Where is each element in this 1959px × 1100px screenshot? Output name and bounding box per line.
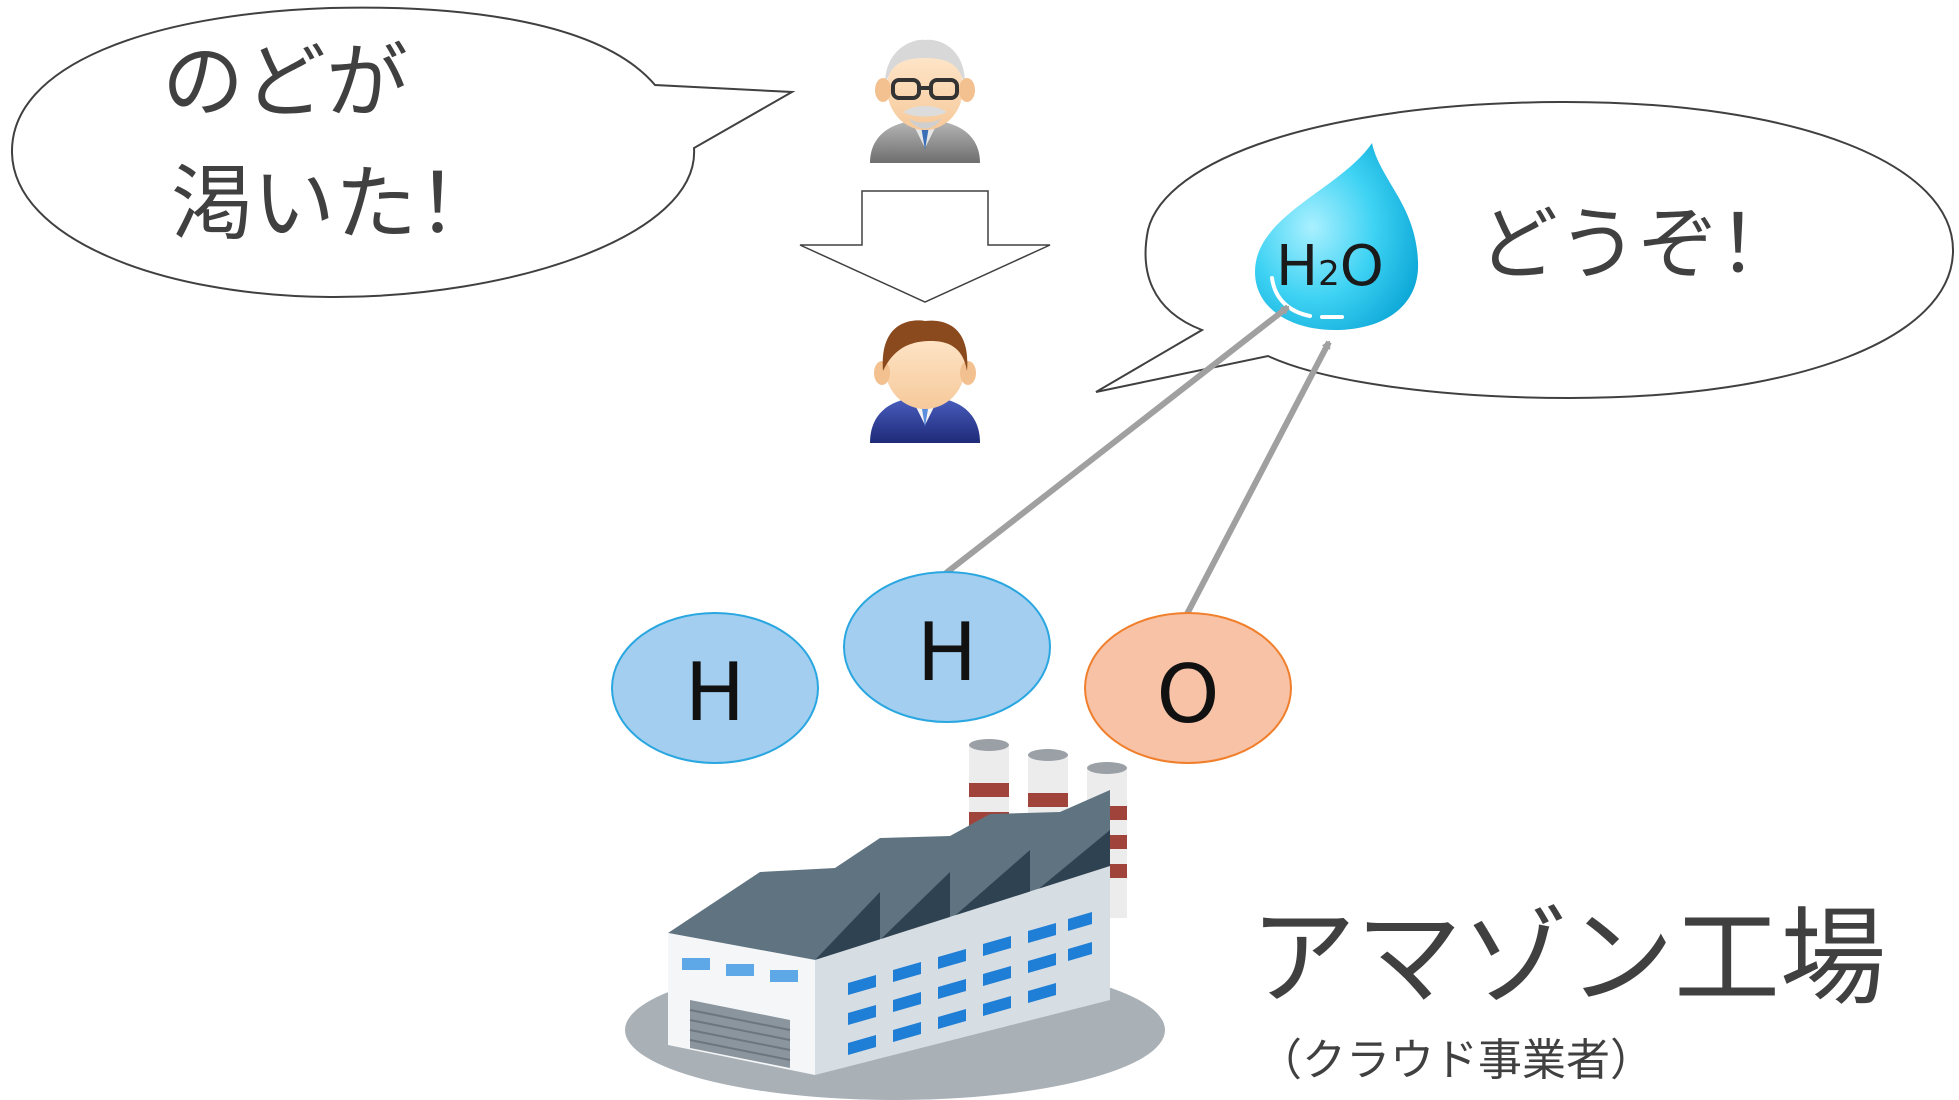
atom-h-2: H (843, 571, 1051, 723)
bubble-left-line2: 渇いた！ (171, 157, 499, 252)
arrow-o-to-drop (1184, 340, 1332, 616)
h2o-subscript: 2 (1318, 254, 1340, 294)
water-drop-icon (1255, 143, 1419, 330)
atom-h-1-label: H (685, 646, 745, 739)
speech-bubble-left: のどが 渇いた！ (10, 6, 796, 299)
factory-title: アマゾン工場 (1250, 897, 1886, 1020)
h2o-h: H (1276, 234, 1318, 299)
elderly-man-icon (870, 39, 980, 163)
speech-bubble-right: H2O どうぞ！ (1095, 100, 1955, 400)
factory-icon (625, 739, 1165, 1100)
h2o-label: H2O (1276, 234, 1384, 299)
factory-subtitle: （クラウド事業者） (1258, 1035, 1654, 1086)
bubble-right-text: どうぞ！ (1478, 198, 1798, 291)
atom-h-1: H (611, 612, 819, 764)
businessman-icon (870, 320, 980, 443)
atom-o: O (1084, 612, 1292, 764)
bubble-left-line1: のどが (162, 35, 408, 130)
arrow-h-to-drop (944, 304, 1290, 576)
atom-o-label: O (1157, 648, 1220, 741)
down-arrow-icon (799, 190, 1051, 303)
atom-h-2-label: H (917, 606, 977, 699)
h2o-o: O (1340, 234, 1384, 299)
